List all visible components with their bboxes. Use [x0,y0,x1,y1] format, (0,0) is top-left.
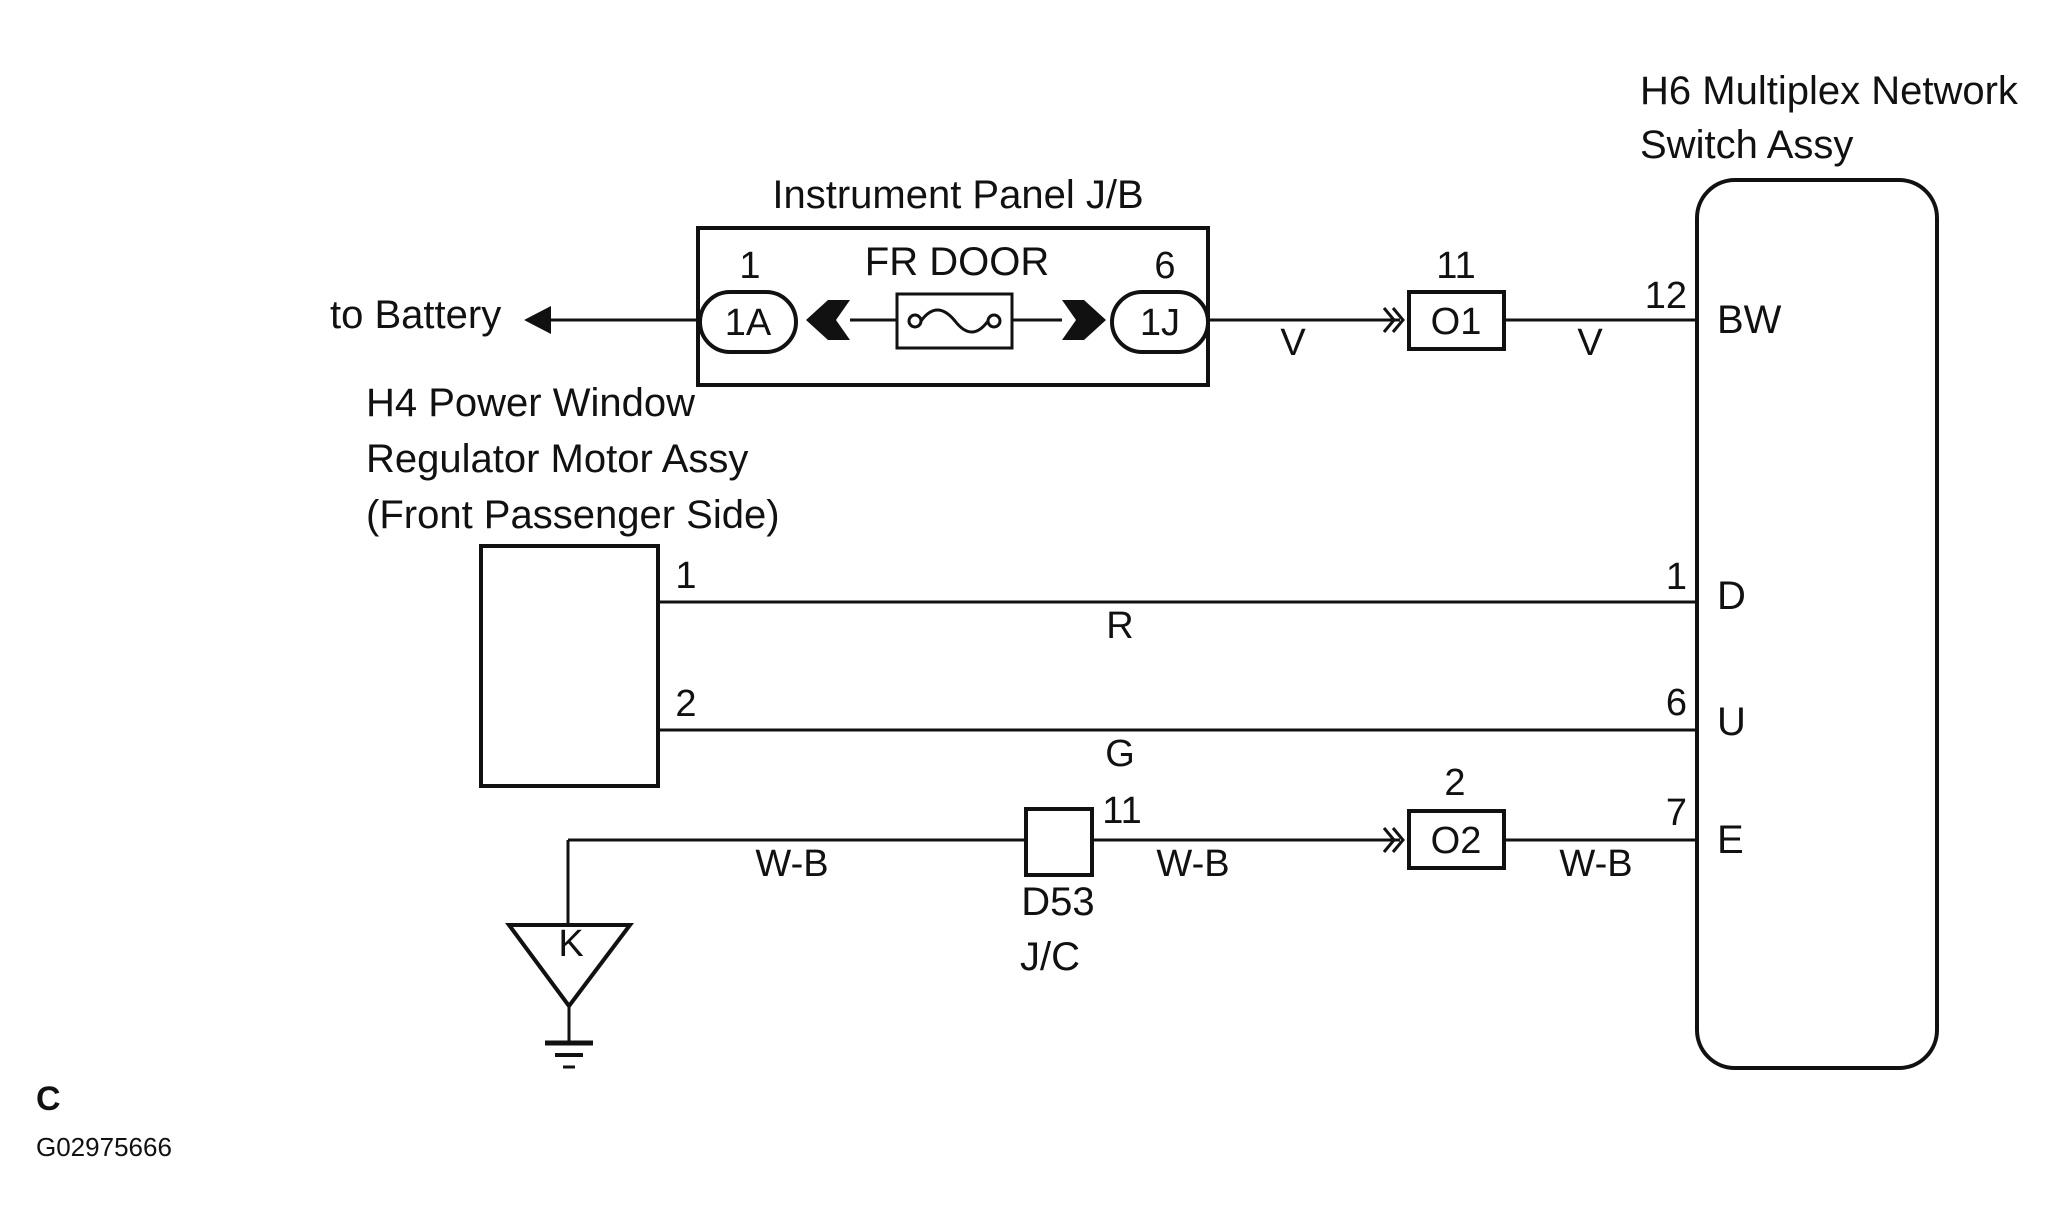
connector-1a-label: 1A [725,302,772,344]
connector-1j-arrow-icon [1062,300,1106,340]
o2-label: O2 [1431,820,1482,862]
switch-terminal-d: D [1717,574,1746,618]
motor-pin-2: 2 [675,683,696,725]
switch-pin-u: 6 [1666,682,1687,724]
switch-pin-e: 7 [1666,792,1687,834]
wire-color-jc-to-o2: W-B [1156,843,1229,885]
switch-pin-d: 1 [1666,556,1687,598]
wire-color-jb-to-o1: V [1280,322,1306,364]
ground-label: K [558,923,583,965]
jc-pin: 11 [1102,790,1141,832]
switch-pin-bw: 12 [1645,275,1687,317]
figure-id: G02975666 [36,1132,172,1162]
switch-title-line1: H6 Multiplex Network [1640,69,2019,113]
o2-pin: 2 [1444,762,1465,804]
switch-assy-box [1695,178,1939,1070]
wire-color-o2-to-switch: W-B [1559,843,1632,885]
wire-color-motor1-to-switch: R [1106,605,1133,647]
motor-pin-1: 1 [675,555,696,597]
jc-label-line2: J/C [1020,935,1080,979]
motor-title-line2: Regulator Motor Assy [366,437,748,481]
ground-point-k-icon [505,923,635,1010]
connector-1j-label: 1J [1140,302,1180,344]
fuse-icon [919,308,990,334]
switch-title-line2: Switch Assy [1640,123,1853,167]
jb-box [696,226,1210,387]
motor-title-line1: H4 Power Window [366,381,695,425]
o1-inline-connector-icon [1382,307,1405,333]
wire-color-o1-to-switch: V [1577,322,1603,364]
connector-1j [1110,290,1210,354]
o1-label: O1 [1431,301,1482,343]
o2-inline-connector-icon [1382,827,1405,853]
motor-box [479,544,660,788]
wire-color-motor2-to-switch: G [1105,733,1135,775]
corner-letter: C [36,1080,61,1118]
battery-arrow-icon [524,306,551,334]
switch-terminal-bw: BW [1717,298,1782,342]
jc-d53-box [1024,807,1094,877]
connector-1a-arrow-icon [806,300,850,340]
jb-pin-left: 1 [739,245,760,287]
jc-label-line1: D53 [1021,880,1094,924]
o1-pin: 11 [1436,245,1475,287]
fuse-label: FR DOOR [865,240,1049,284]
fuse-terminal-right [986,313,1002,329]
jb-title: Instrument Panel J/B [772,173,1143,217]
connector-1a [698,290,798,354]
jb-pin-right: 6 [1154,245,1175,287]
wire-color-ground-to-jc: W-B [755,843,828,885]
switch-terminal-e: E [1717,818,1744,862]
fuse-terminal-left [907,313,923,329]
switch-terminal-u: U [1717,700,1746,744]
battery-label: to Battery [330,293,501,337]
motor-title-line3: (Front Passenger Side) [366,493,780,537]
